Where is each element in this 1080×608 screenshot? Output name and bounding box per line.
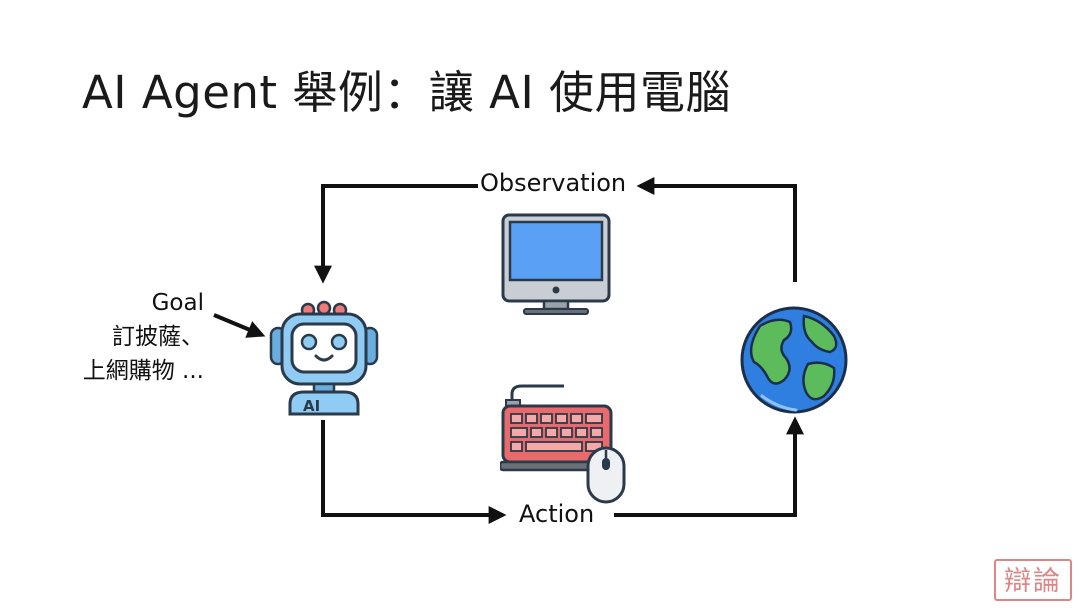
slide-title: AI Agent 舉例：讓 AI 使用電腦 <box>82 66 732 119</box>
watermark-stamp: 辯論 <box>994 559 1072 601</box>
robot-badge: AI <box>303 397 320 415</box>
goal-example-1: 訂披薩、 <box>112 324 204 350</box>
action-label: Action <box>519 500 595 528</box>
goal-example-2: 上網購物 ... <box>82 358 204 384</box>
monitor-icon <box>501 213 611 315</box>
goal-label: Goal <box>151 290 204 316</box>
robot-icon: AI <box>269 300 379 416</box>
goal-block: Goal 訂披薩、 上網購物 ... <box>83 286 204 388</box>
observation-label: Observation <box>480 169 627 197</box>
action-arrow-right <box>614 416 804 517</box>
observation-arrow-right <box>636 177 797 282</box>
action-arrow-left <box>321 420 507 524</box>
keyboard-mouse-icon <box>500 384 626 504</box>
globe-icon <box>740 306 848 414</box>
observation-arrow-left <box>314 184 478 284</box>
goal-arrow <box>213 313 266 338</box>
